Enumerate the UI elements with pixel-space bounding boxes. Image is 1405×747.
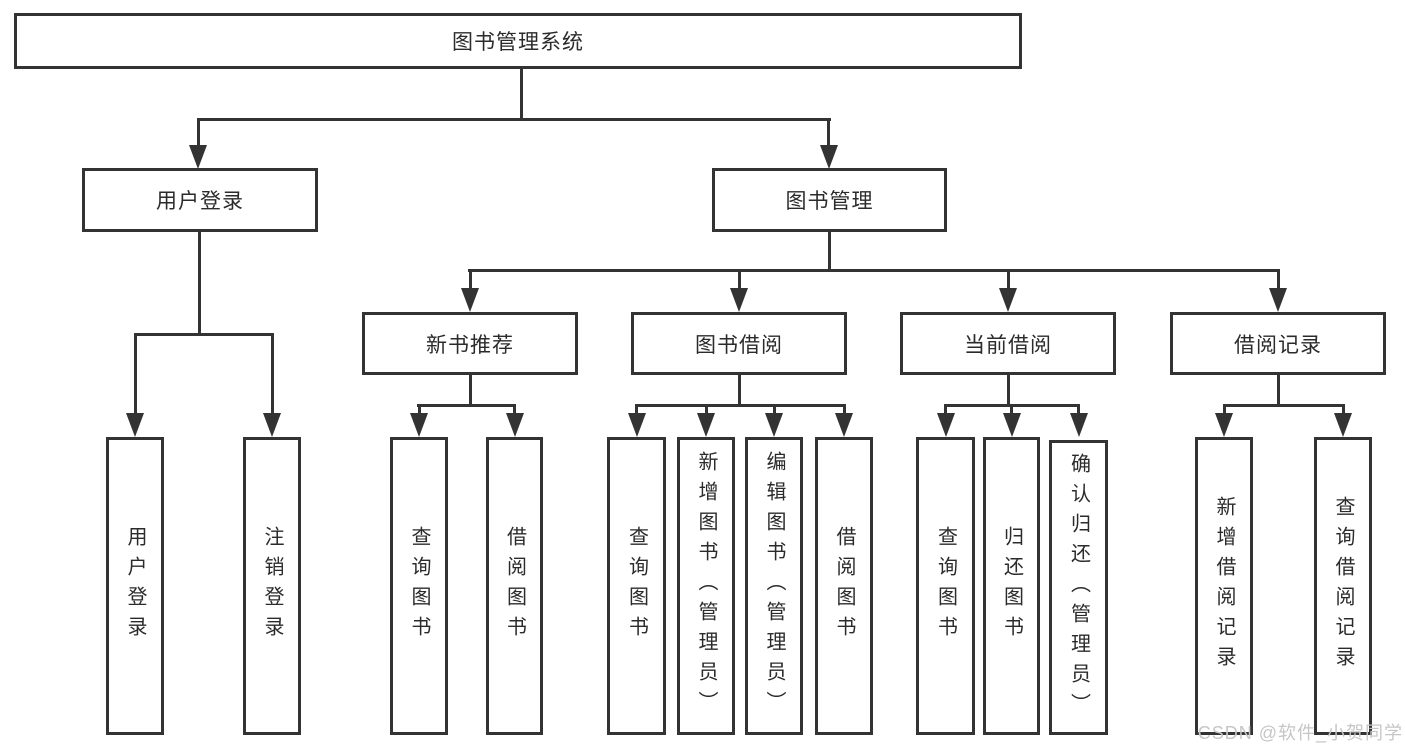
connector-line — [944, 404, 947, 415]
arrowhead-icon — [697, 413, 715, 437]
arrowhead-icon — [937, 413, 955, 437]
connector-line — [198, 232, 201, 336]
connector-line — [134, 333, 137, 417]
connector-line — [827, 118, 830, 148]
connector-line — [828, 232, 831, 272]
arrowhead-icon — [506, 413, 524, 437]
connector-line — [773, 404, 776, 415]
node-leaf-query-borrow-record: 查询借阅记录 — [1314, 437, 1372, 735]
node-book-management: 图书管理 — [712, 168, 947, 232]
node-leaf-borrow-books: 借阅图书 — [486, 437, 543, 735]
arrowhead-icon — [835, 413, 853, 437]
arrowhead-icon — [189, 145, 207, 169]
node-leaf-edit-books-admin: 编辑图书（管理员） — [745, 437, 803, 735]
connector-line — [134, 333, 274, 336]
connector-line — [635, 404, 638, 415]
connector-line — [513, 404, 516, 415]
connector-line — [705, 404, 708, 415]
arrowhead-icon — [263, 413, 281, 437]
node-borrowing-records: 借阅记录 — [1170, 312, 1386, 375]
node-new-book-recommend: 新书推荐 — [362, 312, 578, 375]
node-leaf-return-books: 归还图书 — [983, 437, 1040, 735]
connector-line — [1077, 404, 1080, 415]
watermark: CSDN @软件_小贺同学 — [1197, 723, 1403, 743]
connector-line — [738, 269, 741, 292]
arrowhead-icon — [1269, 288, 1287, 312]
connector-line — [1010, 404, 1013, 415]
arrowhead-icon — [628, 413, 646, 437]
arrowhead-icon — [765, 413, 783, 437]
connector-line — [271, 333, 274, 417]
node-leaf-query-books: 查询图书 — [390, 437, 448, 735]
arrowhead-icon — [999, 288, 1017, 312]
connector-line — [1277, 375, 1280, 406]
connector-line — [197, 118, 831, 121]
connector-line — [520, 69, 523, 121]
arrowhead-icon — [730, 288, 748, 312]
connector-line — [1007, 269, 1010, 292]
connector-line — [1223, 404, 1226, 415]
arrowhead-icon — [410, 413, 428, 437]
connector-line — [1007, 375, 1010, 406]
node-leaf-add-borrow-record: 新增借阅记录 — [1195, 437, 1253, 735]
node-leaf-user-login: 用户登录 — [106, 437, 164, 735]
arrowhead-icon — [1334, 413, 1352, 437]
connector-line — [843, 404, 846, 415]
connector-line — [469, 269, 472, 292]
arrowhead-icon — [1003, 413, 1021, 437]
connector-line — [1277, 269, 1280, 292]
node-leaf-logout: 注销登录 — [243, 437, 301, 735]
connector-line — [1342, 404, 1345, 415]
connector-line — [635, 404, 845, 407]
node-book-borrowing: 图书借阅 — [631, 312, 847, 375]
arrowhead-icon — [820, 145, 838, 169]
connector-line — [418, 404, 421, 415]
node-leaf-query-books: 查询图书 — [916, 437, 975, 735]
node-leaf-query-books: 查询图书 — [607, 437, 666, 735]
arrowhead-icon — [1215, 413, 1233, 437]
connector-line — [1223, 404, 1345, 407]
node-leaf-borrow-books: 借阅图书 — [815, 437, 873, 735]
connector-line — [417, 404, 515, 407]
connector-line — [469, 375, 472, 406]
arrowhead-icon — [126, 413, 144, 437]
connector-line — [197, 118, 200, 148]
arrowhead-icon — [1070, 413, 1088, 437]
connector-line — [738, 375, 741, 406]
node-user-login: 用户登录 — [82, 168, 318, 232]
node-leaf-add-books-admin: 新增图书（管理员） — [677, 437, 735, 735]
arrowhead-icon — [461, 288, 479, 312]
node-library-management-system: 图书管理系统 — [14, 13, 1022, 69]
connector-line — [468, 269, 1280, 272]
node-current-borrowing: 当前借阅 — [900, 312, 1116, 375]
node-leaf-confirm-return-admin: 确认归还（管理员） — [1049, 440, 1108, 735]
